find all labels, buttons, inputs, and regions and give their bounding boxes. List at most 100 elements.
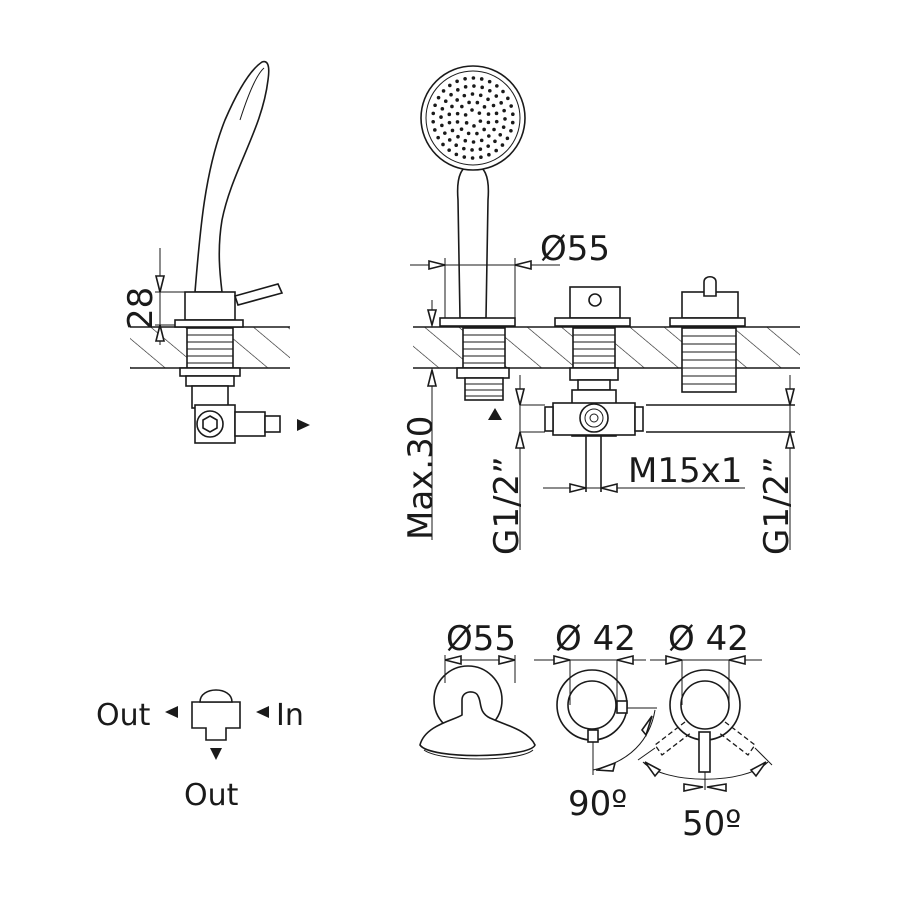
spray-nozzle	[505, 136, 510, 141]
out-bottom-arrow-icon	[210, 748, 222, 760]
spray-nozzle	[479, 77, 484, 81]
outlet-arrow-icon	[297, 419, 310, 431]
out-bottom-label: Out	[184, 778, 239, 813]
spray-nozzle	[448, 83, 452, 88]
spray-nozzle	[486, 120, 491, 125]
side-view: 28	[121, 60, 310, 444]
flow-diagram: Out In Out	[96, 689, 304, 813]
spray-nozzle	[467, 100, 471, 105]
spray-nozzle	[455, 79, 459, 84]
spray-nozzle	[472, 124, 476, 128]
spray-nozzle	[447, 138, 452, 142]
spray-nozzle	[501, 125, 506, 129]
spray-nozzle	[440, 107, 445, 111]
spray-nozzle	[475, 131, 479, 136]
spray-nozzle	[486, 144, 490, 148]
spray-nozzle	[454, 143, 458, 148]
spray-nozzle	[447, 120, 452, 125]
spray-nozzle	[509, 104, 513, 108]
spray-nozzle	[487, 152, 491, 157]
mixer-lever	[703, 275, 717, 297]
flow-direction-arrow-icon	[488, 408, 502, 420]
spray-nozzle	[440, 123, 444, 128]
height-dimension-label: 28	[121, 287, 161, 330]
spray-nozzle	[447, 148, 451, 152]
spray-nozzle	[472, 84, 476, 88]
spray-nozzle	[480, 85, 484, 90]
handshower-head	[420, 65, 526, 171]
spray-nozzle	[431, 111, 436, 116]
spray-nozzle	[470, 148, 474, 152]
spray-nozzle	[470, 156, 475, 160]
spray-nozzle	[471, 76, 476, 80]
inlet-thread-left-label: G1/2”	[487, 456, 527, 555]
handshower-thread	[464, 377, 504, 401]
spray-nozzle	[501, 89, 505, 94]
spray-nozzle	[450, 128, 455, 133]
diverter-rotation-label: 90º	[568, 784, 627, 824]
spray-nozzle	[443, 131, 447, 135]
spray-nozzle	[449, 92, 453, 97]
spray-nozzle	[463, 76, 467, 81]
spray-nozzle	[460, 104, 464, 109]
spray-nozzle	[487, 134, 491, 138]
mixer-rotation-label: 50º	[682, 804, 741, 844]
spray-nozzle	[470, 92, 475, 96]
spray-nozzle	[455, 111, 460, 116]
spray-nozzle	[479, 155, 483, 160]
spray-nozzle	[454, 152, 459, 157]
spray-nozzle	[509, 128, 513, 133]
spray-nozzle	[478, 147, 483, 151]
spray-nozzles	[431, 76, 515, 160]
spray-nozzle	[470, 108, 474, 112]
top-view: Ø55 Ø 42 90º Ø 42	[419, 619, 773, 844]
max-depth-label: Max.30	[401, 416, 441, 540]
spray-nozzle	[478, 93, 483, 98]
handshower-side	[194, 60, 270, 293]
mixer-diameter-label: Ø 42	[668, 619, 749, 659]
spray-nozzle	[486, 112, 491, 116]
spray-nozzle	[463, 138, 468, 143]
side-body	[184, 291, 236, 321]
front-view: Ø55	[401, 65, 800, 555]
spray-nozzle	[433, 128, 437, 132]
spray-nozzle	[494, 119, 499, 124]
spray-nozzle	[462, 93, 467, 98]
spray-nozzle	[441, 142, 445, 147]
spray-nozzle	[433, 103, 437, 108]
spray-nozzle	[479, 138, 484, 143]
spray-nozzle	[498, 133, 503, 137]
spray-nozzle	[436, 135, 440, 140]
handshower-handle	[456, 164, 490, 319]
in-label: In	[276, 698, 304, 733]
handshower-plate-diameter-label: Ø55	[446, 619, 516, 659]
spray-nozzle	[439, 115, 443, 119]
mixer-lever-top	[698, 731, 711, 773]
spray-nozzle	[462, 155, 467, 159]
spray-nozzle	[436, 95, 441, 100]
diverter-symbol	[191, 701, 241, 741]
spray-nozzle	[491, 103, 496, 108]
spray-nozzle	[477, 111, 482, 115]
spray-nozzle	[478, 119, 483, 123]
side-thread	[186, 327, 234, 369]
spray-nozzle	[493, 139, 497, 144]
outlet-thread-label: M15x1	[628, 451, 742, 491]
spray-nozzle	[462, 146, 466, 151]
spray-nozzle	[503, 117, 507, 121]
spray-nozzle	[471, 140, 476, 144]
spray-nozzle	[502, 108, 506, 113]
spray-nozzle	[459, 127, 464, 131]
spray-nozzle	[455, 120, 460, 124]
spray-nozzle	[506, 96, 510, 101]
spray-nozzle	[456, 134, 460, 139]
out-left-label: Out	[96, 698, 151, 733]
spray-nozzle	[499, 101, 503, 105]
spray-nozzle	[456, 88, 460, 92]
spray-nozzle	[494, 148, 498, 153]
spray-nozzle	[463, 113, 468, 117]
in-arrow-icon	[256, 706, 269, 718]
diverter-diameter-label: Ø 42	[555, 619, 636, 659]
spray-nozzle	[464, 121, 469, 125]
